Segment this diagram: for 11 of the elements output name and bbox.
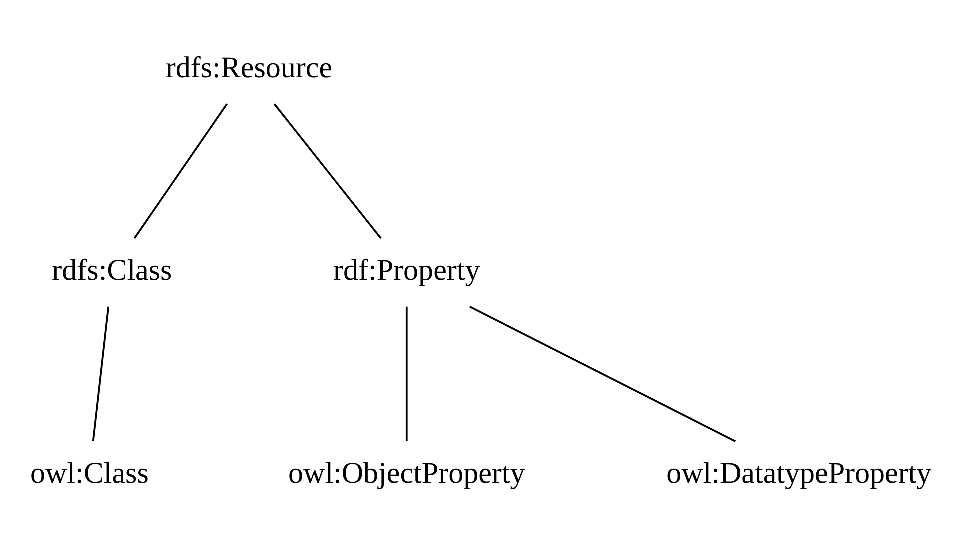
connector: [406, 306, 408, 441]
node-text: rdfs:Resource: [166, 50, 333, 84]
connector: [92, 306, 110, 441]
node-text: rdf:Property: [334, 254, 480, 287]
node-text: rdfs:Class: [52, 254, 172, 287]
connector: [134, 103, 228, 239]
node-text: owl:ObjectProperty: [288, 456, 526, 490]
node-text: owl:Class: [30, 456, 149, 490]
connector: [470, 306, 736, 442]
connector: [274, 103, 382, 239]
node-text: owl:DatatypeProperty: [666, 456, 932, 490]
